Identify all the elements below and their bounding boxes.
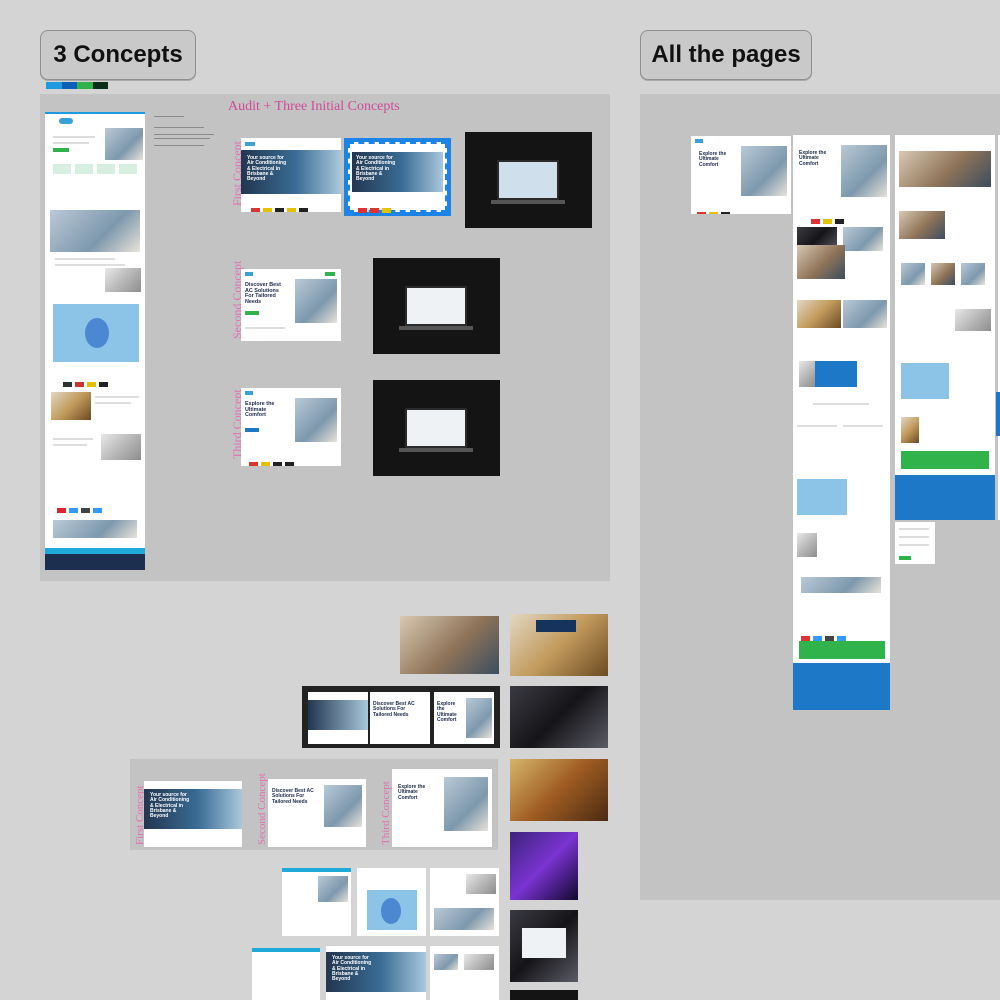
mini-page-4[interactable] [252,948,320,1000]
page-about[interactable] [895,135,995,520]
hero-headline: Discover Best AC Solutions For Tailored … [373,701,415,718]
diamond-logo [536,620,576,632]
second-concept-mockup[interactable] [373,258,500,354]
first-concept-mockup[interactable] [465,132,592,228]
page-contact-small[interactable] [895,522,935,564]
first-concept-selected[interactable]: Your source for Air Conditioning & Elect… [344,138,451,216]
hero-image [105,128,143,160]
map [797,479,847,515]
hero-headline: Explore the Ultimate Comfort [699,151,727,168]
hero-headline: Discover Best AC Solutions For Tailored … [245,282,281,306]
van-photo[interactable] [510,686,608,748]
page-partial[interactable] [998,135,1000,520]
row-label-second: Second Concept [256,773,268,845]
concepts-copy-frame[interactable]: First Concept Your source for Air Condit… [130,759,498,850]
third-concept-mockup[interactable] [373,380,500,476]
mini-page-2[interactable] [357,868,426,936]
audit-page[interactable] [45,112,145,570]
page-home-hero[interactable]: Explore the Ultimate Comfort [691,136,791,214]
hero-headline: Explore the Ultimate Comfort [799,150,827,167]
team-photo[interactable] [400,616,499,674]
hero-headline: Your source for Air Conditioning & Elect… [356,155,396,182]
first-concept-desktop[interactable]: Your source for Air Conditioning & Elect… [241,138,341,212]
map [53,304,139,362]
hero-headline: Your source for Air Conditioning & Elect… [332,955,372,982]
attic-photo[interactable] [510,759,608,821]
section-label-text: All the pages [651,41,801,68]
concepts-frame[interactable]: Audit + Three Initial Concepts [40,94,610,581]
notes [154,116,224,156]
row-label-third: Third Concept [380,781,392,845]
hero-headline: Your source for Air Conditioning & Elect… [247,155,287,182]
third-concept-desktop[interactable]: Explore the Ultimate Comfort [241,388,341,466]
all-pages-frame[interactable]: Explore the Ultimate Comfort Explore the… [640,94,1000,900]
section-label-3-concepts[interactable]: 3 Concepts [40,30,196,80]
section-label-text: 3 Concepts [53,41,183,68]
hero-headline: Explore the Ultimate Comfort [398,784,426,801]
three-concept-strip[interactable]: Discover Best AC Solutions For Tailored … [302,686,500,748]
map [901,363,949,399]
hero-headline: Explore the Ultimate Comfort [437,701,457,723]
mini-page-5[interactable]: Your source for Air Conditioning & Elect… [326,946,426,1000]
laptop-mockup[interactable] [510,910,578,982]
frame-title: Audit + Three Initial Concepts [228,99,400,114]
color-swatches [46,82,108,89]
dark-tile[interactable] [510,990,578,1000]
second-concept-desktop[interactable]: Discover Best AC Solutions For Tailored … [241,269,341,341]
page-home-full[interactable]: Explore the Ultimate Comfort [793,135,890,710]
purple-mockup[interactable] [510,832,578,900]
mini-page-6[interactable] [430,946,499,1000]
hero-headline: Explore the Ultimate Comfort [245,401,275,419]
logo [59,118,73,124]
hero-headline: Discover Best AC Solutions For Tailored … [272,788,314,805]
mini-page-3[interactable] [430,868,499,936]
hero-headline: Your source for Air Conditioning & Elect… [150,792,190,819]
mini-page-1[interactable] [282,868,351,936]
section-label-all-pages[interactable]: All the pages [640,30,812,80]
